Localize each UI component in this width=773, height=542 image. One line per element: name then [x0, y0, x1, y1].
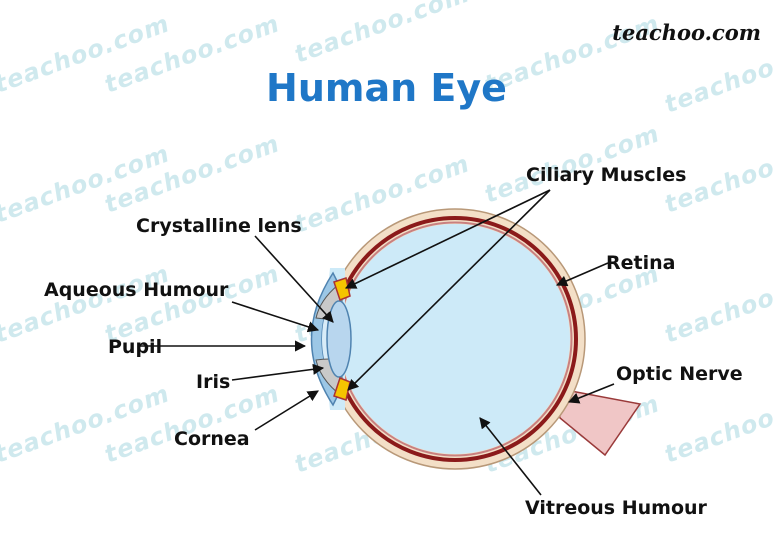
- vitreous-body: [340, 224, 570, 454]
- label-iris: Iris: [196, 371, 230, 393]
- leader-cornea: [255, 391, 318, 430]
- label-cornea: Cornea: [174, 428, 250, 450]
- label-crystalline-lens: Crystalline lens: [136, 215, 302, 237]
- label-optic-nerve: Optic Nerve: [616, 363, 743, 385]
- leader-aqueous-humour: [232, 302, 318, 330]
- leader-crystalline-lens: [255, 236, 333, 322]
- label-pupil: Pupil: [108, 336, 162, 358]
- label-ciliary-muscles: Ciliary Muscles: [526, 164, 686, 186]
- leader-iris: [232, 368, 323, 380]
- label-vitreous-humour: Vitreous Humour: [525, 497, 707, 519]
- label-aqueous-humour: Aqueous Humour: [44, 279, 228, 301]
- label-retina: Retina: [606, 252, 675, 274]
- lens-shape: [327, 301, 351, 377]
